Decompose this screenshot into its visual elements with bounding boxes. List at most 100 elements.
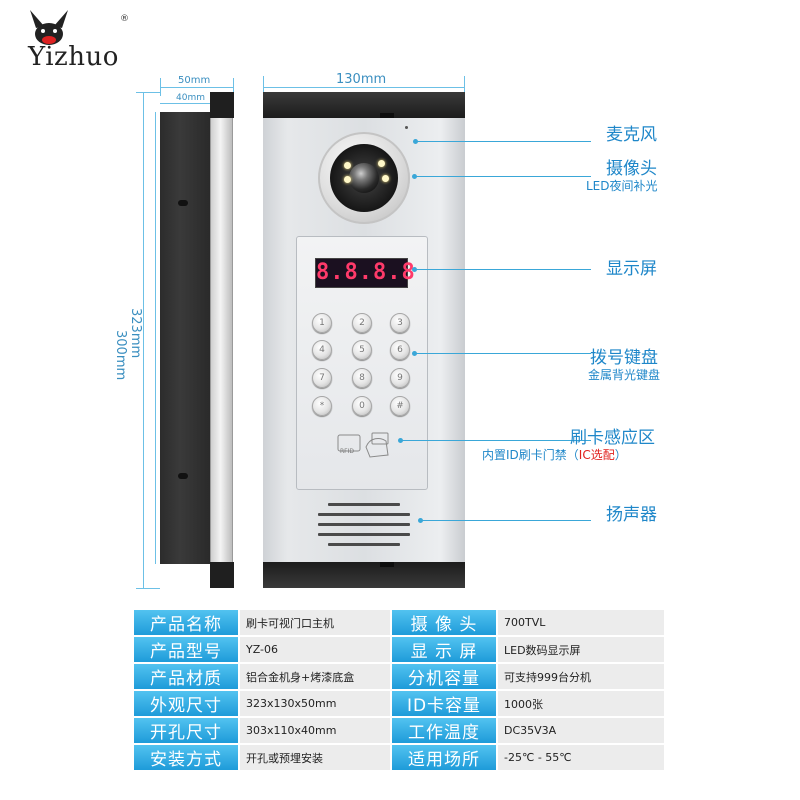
spec-value: -25℃ - 55℃ bbox=[496, 743, 666, 772]
depth-outer-line bbox=[160, 87, 233, 88]
keypad-key[interactable]: 6 bbox=[390, 340, 410, 360]
keypad-key[interactable]: # bbox=[390, 396, 410, 416]
callout-speaker-label: 扬声器 bbox=[606, 505, 657, 525]
keypad-key[interactable]: 7 bbox=[312, 368, 332, 388]
spec-key: 显 示 屏 bbox=[390, 635, 498, 664]
rfid-label: RFID bbox=[340, 448, 355, 455]
spec-key: ID卡容量 bbox=[390, 689, 498, 718]
keypad-key[interactable]: 2 bbox=[352, 313, 372, 333]
callout-line bbox=[415, 269, 591, 270]
callout-dot bbox=[412, 174, 417, 179]
depth-outer-label: 50mm bbox=[178, 75, 211, 86]
spec-key: 安装方式 bbox=[132, 743, 240, 772]
callout-line bbox=[401, 440, 591, 441]
side-cap-bottom bbox=[210, 562, 234, 588]
height-tick-bottom bbox=[136, 588, 160, 589]
width-line bbox=[263, 87, 465, 88]
depth-inner-line bbox=[160, 103, 210, 104]
keypad-key[interactable]: 1 bbox=[312, 313, 332, 333]
height-tick-top bbox=[136, 92, 160, 93]
spec-table: 产品名称 刷卡可视门口主机 摄 像 头 700TVL 产品型号 YZ-06 显 … bbox=[132, 608, 666, 772]
side-profile-frame bbox=[210, 98, 233, 580]
depth-inner-label: 40mm bbox=[176, 93, 205, 103]
height-line-inner bbox=[155, 112, 156, 564]
ir-led-icon bbox=[344, 162, 351, 169]
callout-card-sub-a: 内置ID刷卡门禁（ bbox=[482, 448, 579, 462]
mount-hole bbox=[178, 200, 188, 206]
callout-keypad-label: 拨号键盘 bbox=[590, 348, 658, 368]
callout-dot bbox=[398, 438, 403, 443]
callout-card-sub-c: ） bbox=[614, 448, 627, 462]
width-label: 130mm bbox=[336, 72, 387, 87]
spec-value: 开孔或预埋安装 bbox=[238, 743, 392, 772]
keypad-key[interactable]: 5 bbox=[352, 340, 372, 360]
callout-line bbox=[421, 520, 591, 521]
callout-camera-label: 摄像头 bbox=[606, 159, 657, 179]
spec-value: DC35V3A bbox=[496, 716, 666, 745]
spec-value: 铝合金机身+烤漆底盒 bbox=[238, 662, 392, 691]
height-line-outer bbox=[143, 92, 144, 588]
width-tick-left bbox=[263, 76, 264, 92]
callout-card-label: 刷卡感应区 bbox=[570, 428, 655, 448]
ir-led-icon bbox=[378, 160, 385, 167]
spec-key: 工作温度 bbox=[390, 716, 498, 745]
spec-value: 323x130x50mm bbox=[238, 689, 392, 718]
spec-key: 适用场所 bbox=[390, 743, 498, 772]
spec-value: 可支持999台分机 bbox=[496, 662, 666, 691]
speaker-slot bbox=[318, 533, 410, 536]
callout-dot bbox=[418, 518, 423, 523]
spec-value: 303x110x40mm bbox=[238, 716, 392, 745]
callout-keypad-sub: 金属背光键盘 bbox=[588, 368, 661, 382]
callout-camera-sub: LED夜间补光 bbox=[586, 179, 658, 193]
spec-key: 产品型号 bbox=[132, 635, 240, 664]
callout-dot bbox=[412, 351, 417, 356]
keypad-key[interactable]: 8 bbox=[352, 368, 372, 388]
spec-value: LED数码显示屏 bbox=[496, 635, 666, 664]
callout-dot bbox=[412, 267, 417, 272]
side-cap-top bbox=[210, 92, 234, 118]
spec-key: 外观尺寸 bbox=[132, 689, 240, 718]
callout-card-sub-b: IC选配 bbox=[578, 448, 615, 462]
keypad-key[interactable]: 3 bbox=[390, 313, 410, 333]
spec-key: 产品名称 bbox=[132, 608, 240, 637]
speaker-slot bbox=[328, 543, 400, 546]
depth-outer-tick-left bbox=[160, 78, 161, 96]
cap-notch bbox=[380, 113, 394, 118]
callout-card-sub: 内置ID刷卡门禁（IC选配） bbox=[482, 446, 627, 463]
height-outer-label: 323mm bbox=[128, 308, 143, 359]
registered-mark: ® bbox=[120, 14, 129, 24]
keypad-key[interactable]: 4 bbox=[312, 340, 332, 360]
keypad-key[interactable]: 9 bbox=[390, 368, 410, 388]
rfid-card-icon bbox=[337, 432, 389, 458]
speaker-slot bbox=[318, 523, 410, 526]
callout-line bbox=[415, 353, 591, 354]
speaker-slot bbox=[318, 513, 410, 516]
spec-value: YZ-06 bbox=[238, 635, 392, 664]
spec-key: 分机容量 bbox=[390, 662, 498, 691]
spec-value: 700TVL bbox=[496, 608, 666, 637]
callout-line bbox=[416, 141, 591, 142]
height-inner-label: 300mm bbox=[113, 330, 128, 381]
microphone-hole bbox=[405, 126, 408, 129]
table-row: 外观尺寸 323x130x50mm ID卡容量 1000张 bbox=[132, 689, 666, 718]
keypad-key[interactable]: 0 bbox=[352, 396, 372, 416]
spec-value: 1000张 bbox=[496, 689, 666, 718]
logo-icon bbox=[30, 10, 68, 45]
side-profile-box bbox=[160, 112, 210, 564]
panel-cap-bottom bbox=[263, 562, 465, 588]
callout-mic-label: 麦克风 bbox=[606, 125, 657, 145]
callout-display-label: 显示屏 bbox=[606, 259, 657, 279]
camera-lens-icon bbox=[349, 163, 379, 193]
callout-dot bbox=[413, 139, 418, 144]
callout-line bbox=[415, 176, 591, 177]
width-tick-right bbox=[464, 76, 465, 92]
table-row: 产品型号 YZ-06 显 示 屏 LED数码显示屏 bbox=[132, 635, 666, 664]
speaker-slot bbox=[328, 503, 400, 506]
spec-key: 开孔尺寸 bbox=[132, 716, 240, 745]
table-row: 产品材质 铝合金机身+烤漆底盒 分机容量 可支持999台分机 bbox=[132, 662, 666, 691]
spec-key: 摄 像 头 bbox=[390, 608, 498, 637]
panel-cap-top bbox=[263, 92, 465, 118]
table-row: 开孔尺寸 303x110x40mm 工作温度 DC35V3A bbox=[132, 716, 666, 745]
keypad-key[interactable]: * bbox=[312, 396, 332, 416]
ir-led-icon bbox=[344, 176, 351, 183]
